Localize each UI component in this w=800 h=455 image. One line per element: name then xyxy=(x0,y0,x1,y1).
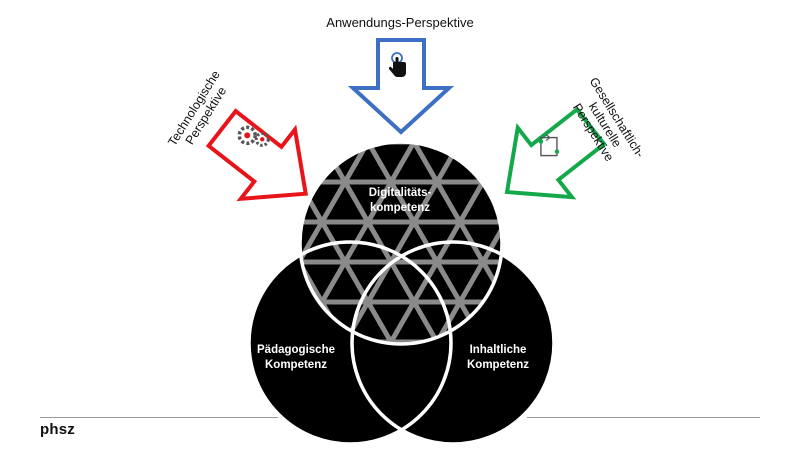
circle-label-digitalitaet: Digitalitäts- kompetenz xyxy=(340,186,460,216)
circle-top-line2: kompetenz xyxy=(369,202,431,214)
circle-left-line2: Kompetenz xyxy=(265,359,327,371)
circle-top-line1: Digitalitäts- xyxy=(368,187,432,199)
outline-right xyxy=(350,240,556,446)
gears-icon xyxy=(237,125,270,147)
footer-divider-right xyxy=(527,417,760,418)
outline-left xyxy=(247,240,453,446)
hand-pointer-icon xyxy=(388,52,406,77)
arrow-left-red xyxy=(205,108,309,202)
circle-label-inhaltlich: Inhaltliche Kompetenz xyxy=(438,343,558,373)
label-anwendungs-perspektive: Anwendungs-Perspektive xyxy=(326,15,474,30)
circle-right-line1: Inhaltliche xyxy=(469,344,527,356)
circle-left-line1: Pädagogische xyxy=(257,344,335,356)
footer-logo: phsz xyxy=(40,421,75,438)
footer-divider-left xyxy=(40,417,278,418)
circle-right-line2: Kompetenz xyxy=(467,359,529,371)
arrow-right-green xyxy=(504,106,607,200)
circle-label-paedagogisch: Pädagogische Kompetenz xyxy=(236,343,356,373)
transform-cycle-icon xyxy=(538,134,560,157)
outline-top xyxy=(298,140,504,346)
arrow-top-blue xyxy=(347,38,455,135)
